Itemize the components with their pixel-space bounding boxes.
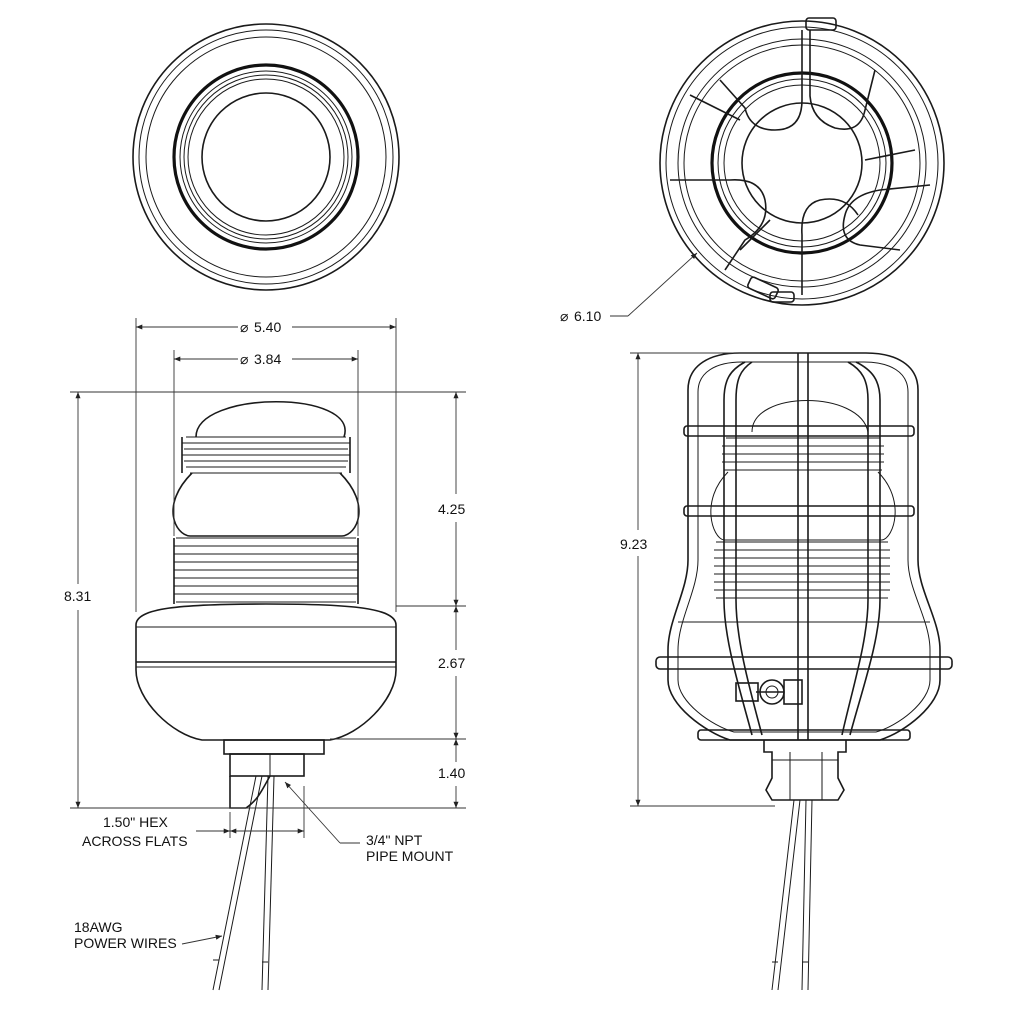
right-dimensions: 9.23 — [620, 352, 775, 807]
outer-diameter-label: 5.40 — [254, 319, 281, 335]
overall-height-label: 8.31 — [64, 588, 91, 604]
base-height-label: 2.67 — [438, 655, 465, 671]
side-view-caged — [655, 352, 953, 991]
npt-label-line1: 3/4" NPT — [366, 832, 423, 848]
cage-diameter-symbol: ⌀ — [560, 308, 568, 324]
hex-label-line2: ACROSS FLATS — [82, 833, 188, 849]
outer-diameter-symbol: ⌀ — [240, 319, 248, 335]
cage-diameter-callout: ⌀ 6.10 — [560, 252, 698, 324]
wires-label-line2: POWER WIRES — [74, 935, 177, 951]
side-view-beacon — [135, 401, 397, 991]
npt-label-line2: PIPE MOUNT — [366, 848, 454, 864]
lens-diameter-label: 3.84 — [254, 351, 281, 367]
top-view-beacon — [132, 23, 400, 291]
top-view-caged — [659, 17, 945, 306]
cage-diameter-label: 6.10 — [574, 308, 601, 324]
wires-label-line1: 18AWG — [74, 919, 123, 935]
hex-label-line1: 1.50" HEX — [103, 814, 169, 830]
caged-height-label: 9.23 — [620, 536, 647, 552]
lens-height-label: 4.25 — [438, 501, 465, 517]
lens-diameter-symbol: ⌀ — [240, 351, 248, 367]
mount-height-label: 1.40 — [438, 765, 465, 781]
left-dimensions: ⌀ 5.40 ⌀ 3.84 8.31 4.25 2.67 1.40 1.5 — [64, 318, 466, 951]
